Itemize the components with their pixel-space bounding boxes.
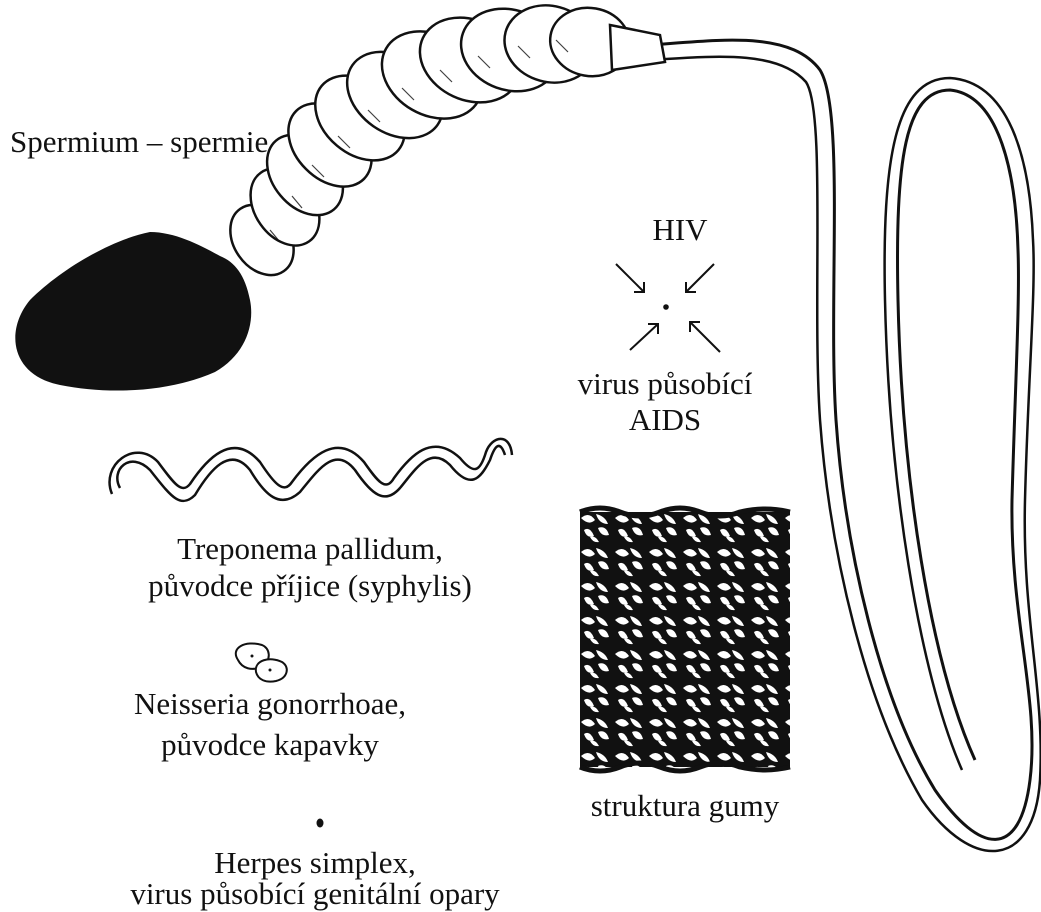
treponema-caption-line1: Treponema pallidum, <box>120 531 500 567</box>
hiv-virus-dot-icon <box>616 264 720 352</box>
hiv-title: HIV <box>640 212 720 248</box>
herpes-virus-dot-icon <box>317 819 324 828</box>
diplococcus-icon <box>236 643 287 681</box>
hiv-caption-line2: AIDS <box>570 402 760 438</box>
neisseria-caption-line2: původce kapavky <box>100 727 440 763</box>
sperm-head <box>15 232 251 391</box>
rubber-texture-icon <box>580 508 790 771</box>
sperm-label: Spermium – spermie <box>10 124 268 160</box>
neisseria-caption-line1: Neisseria gonorrhoae, <box>100 686 440 722</box>
rubber-caption: struktura gumy <box>570 788 800 824</box>
herpes-caption-line2: virus působící genitální opary <box>90 876 540 912</box>
hiv-caption-line1: virus působící <box>570 366 760 402</box>
sperm-midpiece <box>217 0 665 287</box>
spiral-bacterium-icon <box>110 439 512 501</box>
treponema-caption-line2: původce příjice (syphylis) <box>120 568 500 604</box>
